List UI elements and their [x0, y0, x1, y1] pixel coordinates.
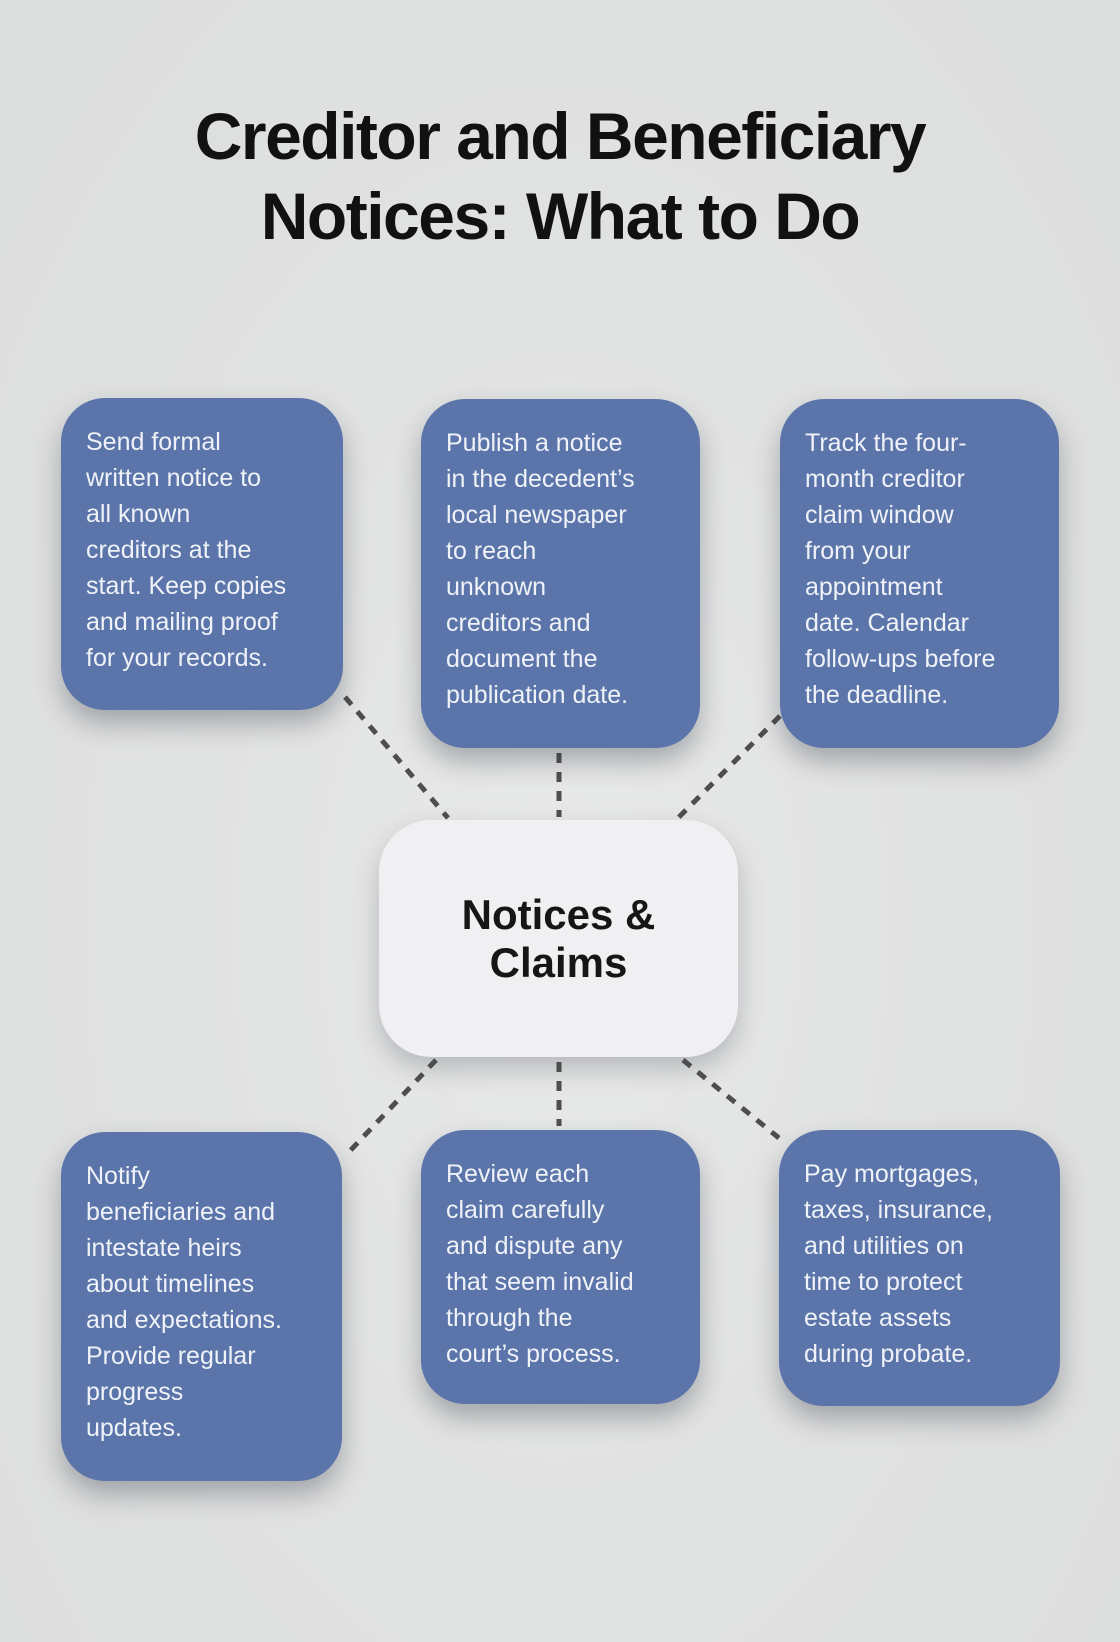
connector-top-left — [343, 695, 450, 820]
notice-box-top-middle: Publish a notice in the decedent’s local… — [421, 399, 700, 748]
page-title: Creditor and Beneficiary Notices: What t… — [194, 99, 927, 253]
notice-box-top-left: Send formal written notice to all known … — [61, 398, 343, 710]
connector-top-right — [674, 714, 782, 822]
notice-box-bottom-left: Notify beneficiaries and intestate heirs… — [61, 1132, 342, 1481]
notice-box-top-right: Track the four- month creditor claim win… — [780, 399, 1059, 748]
notice-box-bottom-right: Pay mortgages, taxes, insurance, and uti… — [779, 1130, 1060, 1406]
connector-bottom-right — [681, 1058, 781, 1140]
notice-box-bottom-middle: Review each claim carefully and dispute … — [421, 1130, 700, 1404]
center-node: Notices & Claims — [379, 820, 738, 1057]
connector-bottom-left — [346, 1058, 438, 1155]
